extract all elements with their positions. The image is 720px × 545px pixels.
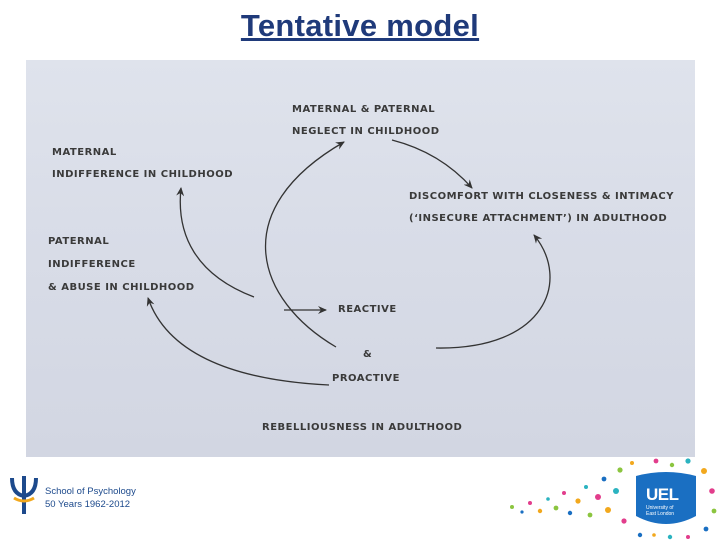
node-paternal-line3: & ABUSE IN CHILDHOOD [48,282,195,293]
diagram-photo: MATERNAL & PATERNAL NEGLECT IN CHILDHOOD… [26,60,695,457]
node-discomfort-line1: DISCOMFORT WITH CLOSENESS & INTIMACY [409,191,674,202]
node-maternal-paternal-line1: MATERNAL & PATERNAL [292,104,436,115]
node-maternal-line1: MATERNAL [52,147,117,158]
node-rebelliousness: REBELLIOUSNESS IN ADULTHOOD [262,422,463,433]
arrow-rebelliousness-to-paternal [146,297,330,386]
school-name: School of Psychology [45,486,136,497]
uel-logo: UEL University of East London [500,455,720,540]
node-discomfort-line2: (‘INSECURE ATTACHMENT’) IN ADULTHOOD [409,213,668,224]
node-proactive: PROACTIVE [332,373,400,384]
node-maternal-line2: INDIFFERENCE IN CHILDHOOD [52,169,234,180]
uel-logo-text: UEL [646,485,679,504]
diagram-arrows [146,139,551,386]
arrow-discomfort-to-reactive [435,234,551,349]
node-amp: & [363,349,373,360]
node-maternal-paternal-line2: NEGLECT IN CHILDHOOD [292,126,440,137]
slide-title: Tentative model [240,8,480,43]
uel-badge-icon [636,472,696,524]
arrow-neglect-to-reactive [265,141,345,348]
school-logo: School of Psychology 50 Years 1962-2012 [8,474,178,526]
anniversary-text: 50 Years 1962-2012 [45,499,131,510]
uel-logo-subtitle: University of East London [646,505,675,517]
psi-icon [10,476,38,514]
confetti-dots [510,458,717,540]
node-paternal-line2: INDIFFERENCE [48,259,136,270]
node-reactive: REACTIVE [338,304,397,315]
arrow-maternal-indifference [176,187,255,298]
node-paternal-line1: PATERNAL [48,236,110,247]
arrow-neglect-to-discomfort [391,139,473,189]
